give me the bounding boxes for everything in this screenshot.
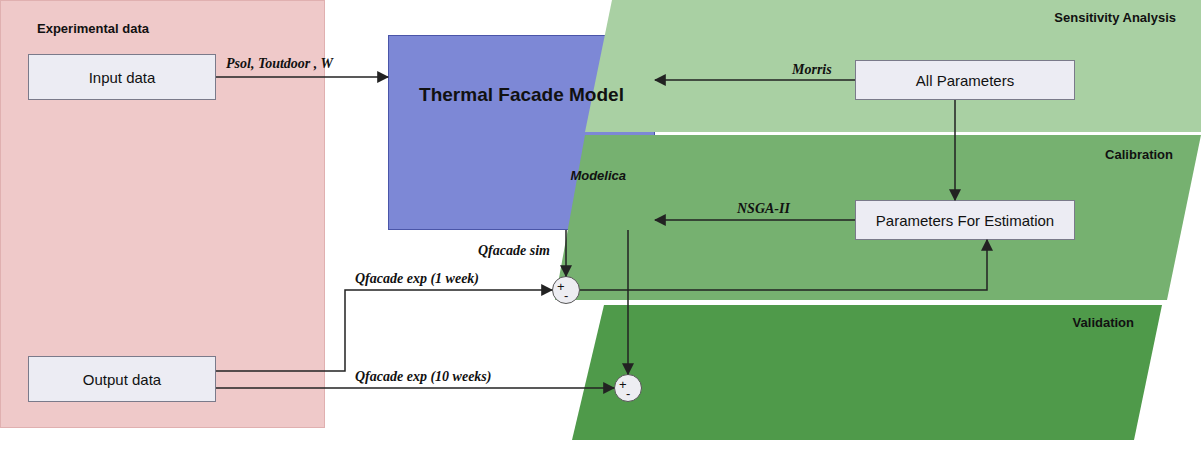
sign-label: + — [619, 378, 627, 391]
sum-junction: +- — [552, 276, 580, 304]
flow-arrow — [954, 100, 956, 200]
flow-arrow — [627, 230, 629, 374]
band-fill — [585, 0, 1201, 132]
node-label: Experimental data — [37, 21, 324, 36]
process-box: Output data — [28, 356, 216, 402]
sign-label: + — [557, 280, 565, 293]
sum-junction: +- — [614, 374, 642, 402]
stage-band: CalibrationParameters For Estimation — [555, 135, 1201, 300]
flow-arrow — [655, 219, 855, 221]
band-title: Validation — [572, 305, 1162, 330]
signal-label: Morris — [792, 61, 832, 78]
process-box: Input data — [28, 54, 216, 100]
signal-label: Qfacade exp (10 weeks) — [355, 368, 491, 385]
flow-arrow — [565, 230, 567, 276]
node-label: Parameters For Estimation — [876, 212, 1054, 229]
node-label: Input data — [89, 69, 156, 86]
band-fill — [555, 135, 1201, 300]
signal-label: Psol, Toutdoor , W — [226, 55, 333, 72]
node-label: Thermal Facade Model — [389, 84, 654, 106]
flow-arrow — [216, 76, 388, 78]
band-title: Sensitivity Analysis — [585, 0, 1201, 25]
flow-arrow — [216, 387, 614, 389]
sign-label: - — [626, 387, 630, 400]
band-fill — [572, 305, 1162, 440]
flow-arrow — [580, 240, 987, 290]
flow-arrow — [655, 79, 855, 81]
signal-label: Qfacade sim — [478, 242, 550, 259]
process-box: All Parameters — [855, 60, 1075, 100]
signal-label: Qfacade exp (1 week) — [355, 270, 479, 287]
stage-band: Sensitivity AnalysisAll Parameters — [585, 0, 1201, 132]
node-label: Output data — [83, 371, 161, 388]
stage-band: Validation — [572, 305, 1162, 440]
node-label: Modelica — [389, 168, 654, 183]
node-label: All Parameters — [916, 72, 1014, 89]
flow-arrow — [216, 290, 552, 371]
process-box: Parameters For Estimation — [855, 200, 1075, 240]
band-title: Calibration — [555, 135, 1201, 162]
signal-label: NSGA-II — [737, 200, 790, 217]
sign-label: - — [564, 289, 568, 302]
